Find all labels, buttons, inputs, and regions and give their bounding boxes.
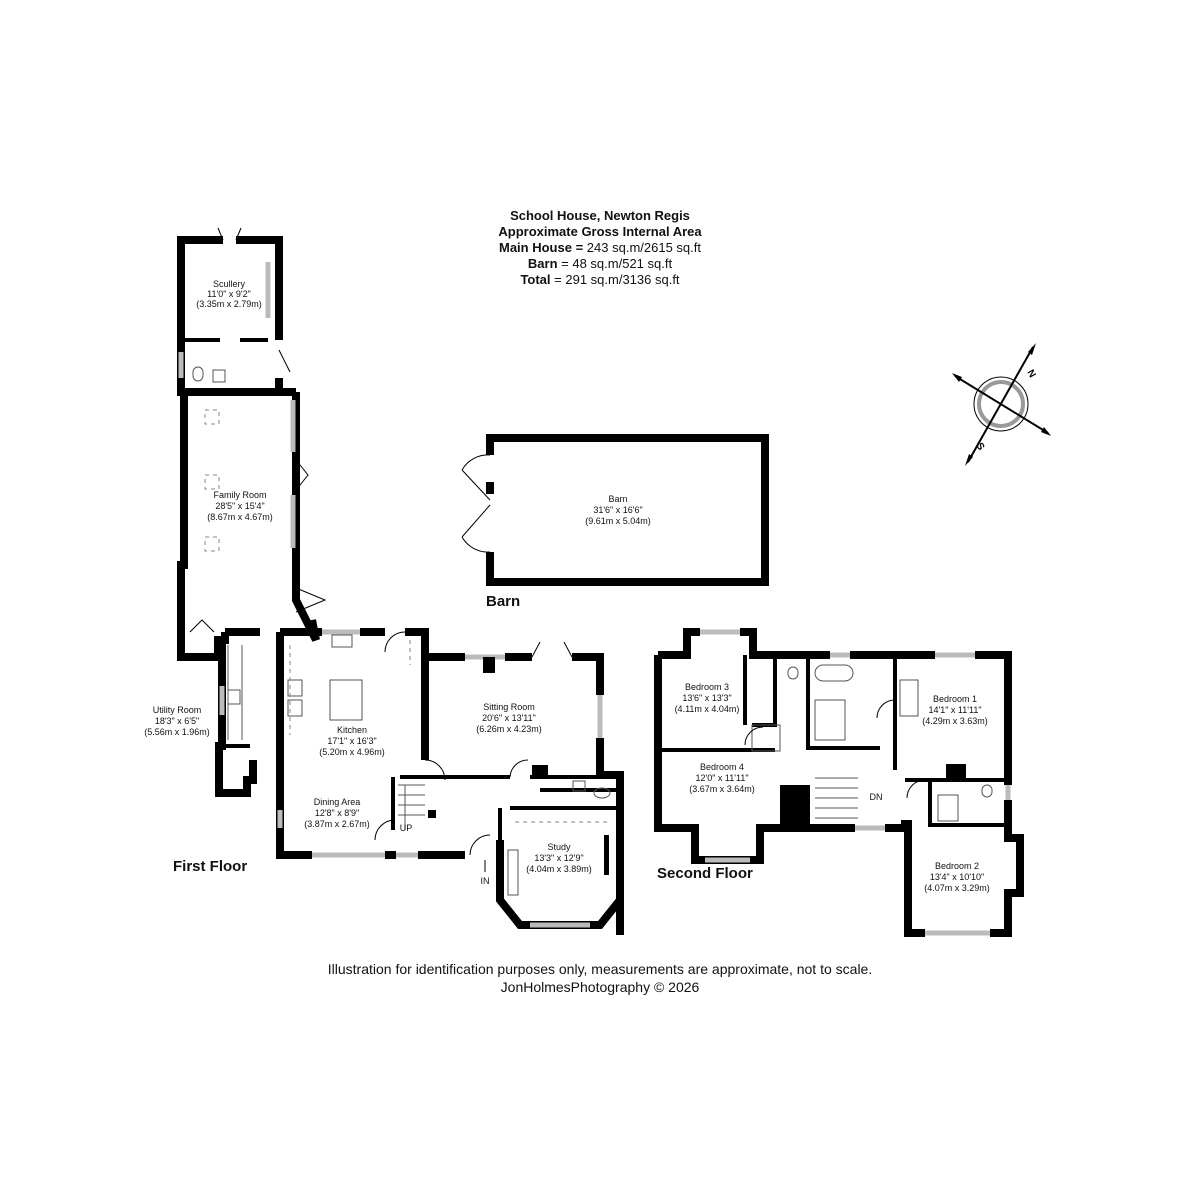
room-label-line: 31'6" x 16'6" (593, 505, 642, 515)
room-label-line: (3.35m x 2.79m) (196, 299, 262, 309)
room-label-line: 28'5" x 15'4" (215, 501, 264, 511)
room-label-line: 13'6" x 13'3" (682, 693, 731, 703)
room-label-bedroom-2: Bedroom 213'4" x 10'10"(4.07m x 3.29m) (924, 861, 990, 893)
room-label-line: (5.56m x 1.96m) (144, 727, 210, 737)
room-label-line: Study (547, 842, 571, 852)
plan-header: School House, Newton Regis Approximate G… (0, 208, 1200, 288)
barn-floor-label: Barn (486, 593, 520, 610)
compass-rose: N S (952, 343, 1051, 466)
utility-room-walls (215, 628, 260, 797)
hall-study-walls (374, 777, 624, 929)
room-label-bedroom-3: Bedroom 313'6" x 13'3"(4.11m x 4.04m) (675, 682, 740, 714)
first-floor-label: First Floor (173, 858, 247, 875)
area-barn: Barn = 48 sq.m/521 sq.ft (527, 256, 673, 271)
room-label-line: 20'6" x 13'11" (482, 713, 536, 723)
room-label-line: (8.67m x 4.67m) (207, 512, 273, 522)
barn-walls (461, 434, 769, 586)
room-label-line: (4.07m x 3.29m) (924, 883, 990, 893)
room-label-line: Kitchen (337, 725, 367, 735)
room-label-line: Sitting Room (483, 702, 535, 712)
plan-subtitle: Approximate Gross Internal Area (498, 224, 702, 239)
second-floor-walls (654, 628, 1024, 937)
area-total: Total = 291 sq.m/3136 sq.ft (520, 272, 680, 287)
room-label-line: 17'1" x 16'3" (327, 736, 376, 746)
compass-south-label: S (973, 441, 986, 453)
room-label-line: 12'8" x 8'9" (315, 808, 359, 818)
room-label-line: 11'0" x 9'2" (207, 289, 251, 299)
room-label-line: Family Room (213, 490, 266, 500)
kitchen-dining-walls (276, 628, 465, 859)
room-label-line: (5.20m x 4.96m) (319, 747, 385, 757)
family-room-walls (177, 392, 327, 661)
room-label-line: Bedroom 4 (700, 762, 744, 772)
room-label-line: 14'1" x 11'11" (928, 705, 981, 715)
room-label-line: (4.11m x 4.04m) (675, 704, 740, 714)
room-label-line: 18'3" x 6'5" (155, 716, 199, 726)
room-label-line: (6.26m x 4.23m) (476, 724, 542, 734)
plan-title: School House, Newton Regis (510, 208, 690, 223)
room-label-line: 12'0" x 11'11" (695, 773, 748, 783)
area-main: Main House = 243 sq.m/2615 sq.ft (499, 240, 701, 255)
room-label-line: Bedroom 3 (685, 682, 729, 692)
room-label-line: Scullery (213, 279, 246, 289)
room-label-line: (3.87m x 2.67m) (304, 819, 370, 829)
room-label-bedroom-1: Bedroom 114'1" x 11'11"(4.29m x 3.63m) (922, 694, 988, 726)
room-label-line: Bedroom 1 (933, 694, 977, 704)
room-label-line: 13'3" x 12'9" (534, 853, 583, 863)
disclaimer: Illustration for identification purposes… (327, 961, 873, 977)
stairs-up-label: UP (400, 823, 413, 833)
compass-north-label: N (1024, 368, 1037, 380)
room-label-line: (9.61m x 5.04m) (585, 516, 651, 526)
plan-footer: Illustration for identification purposes… (0, 960, 1200, 996)
room-label-line: Barn (608, 494, 627, 504)
room-label-bedroom-4: Bedroom 412'0" x 11'11"(3.67m x 3.64m) (689, 762, 755, 794)
room-label-line: Bedroom 2 (935, 861, 979, 871)
sitting-room-walls (400, 641, 624, 935)
room-label-line: (3.67m x 3.64m) (689, 784, 755, 794)
second-floor-label: Second Floor (657, 865, 753, 882)
room-label-line: (4.04m x 3.89m) (526, 864, 592, 874)
stairs-down-label: DN (870, 792, 883, 802)
room-label-line: (4.29m x 3.63m) (922, 716, 988, 726)
credit: JonHolmesPhotography © 2026 (500, 979, 700, 995)
scullery-walls (177, 227, 296, 396)
room-label-line: Dining Area (314, 797, 361, 807)
room-label-line: Utility Room (153, 705, 202, 715)
entrance-label: IN (481, 876, 490, 886)
room-label-line: 13'4" x 10'10" (930, 872, 984, 882)
